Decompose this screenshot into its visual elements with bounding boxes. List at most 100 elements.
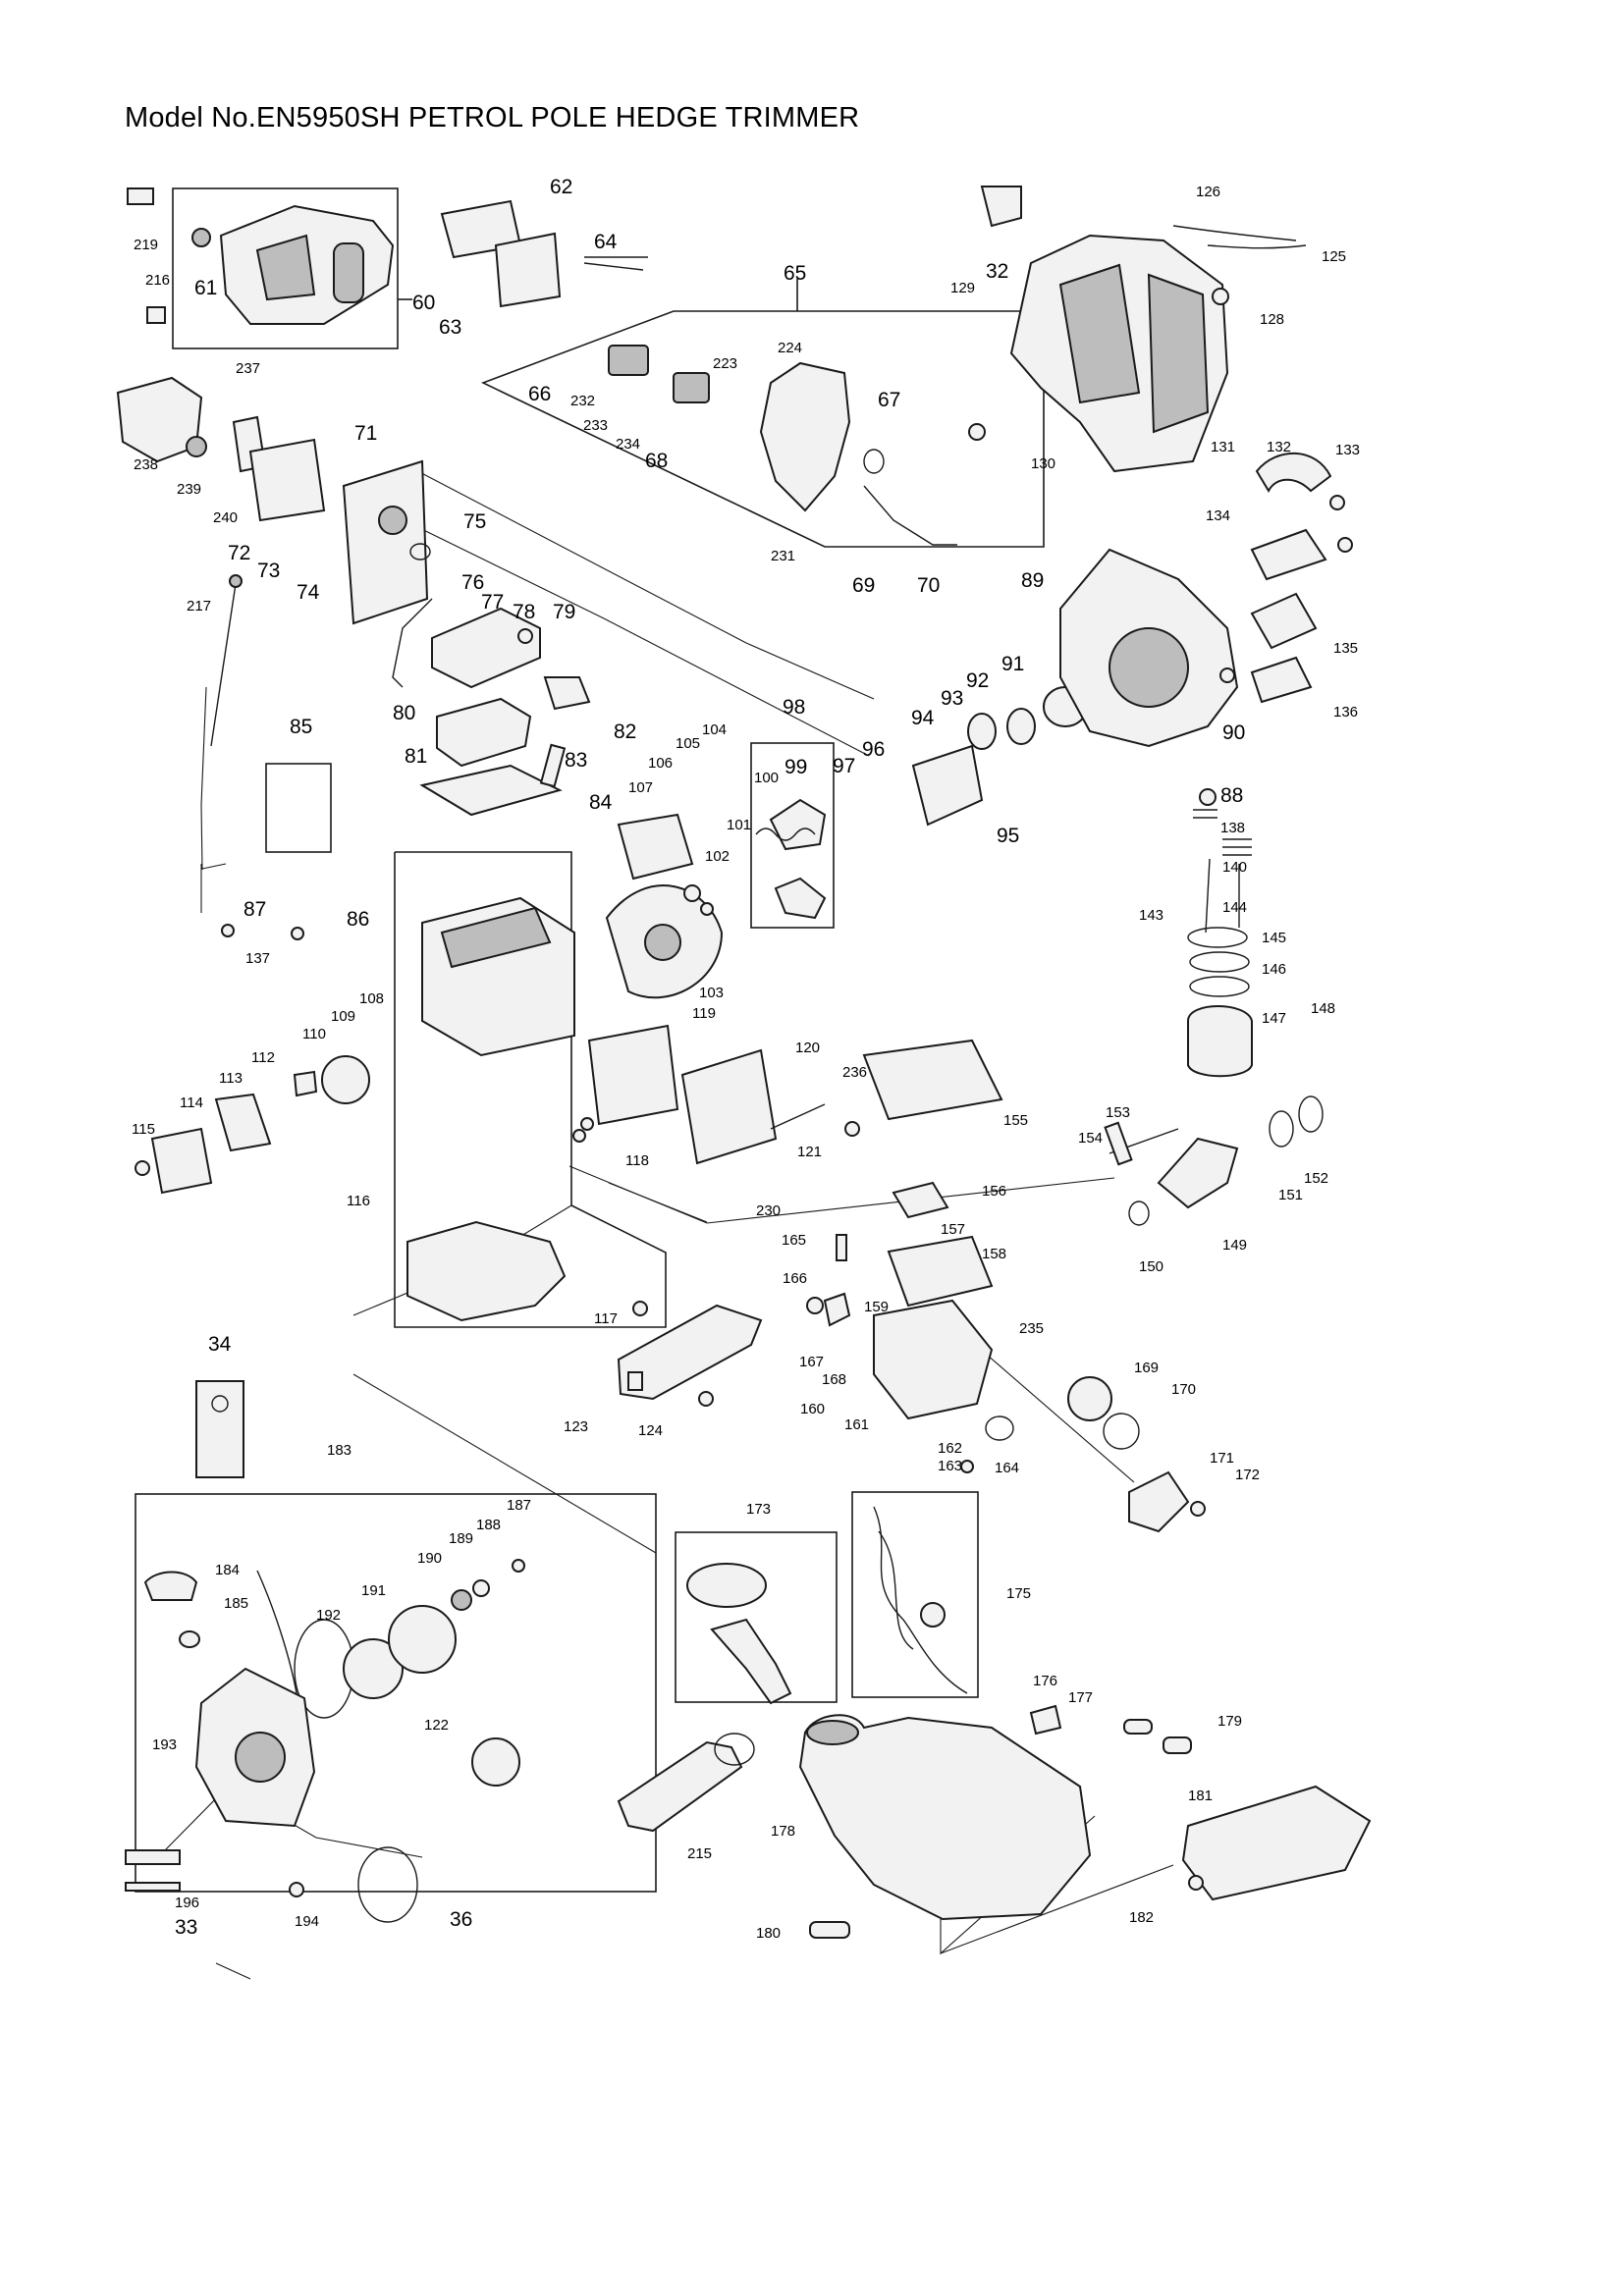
callout: 236: [842, 1064, 867, 1081]
callout: 121: [797, 1144, 822, 1160]
callout: 171: [1210, 1450, 1234, 1467]
callout: 176: [1033, 1673, 1057, 1689]
callout: 165: [782, 1232, 806, 1249]
callout: 166: [783, 1270, 807, 1287]
callout: 179: [1217, 1713, 1242, 1730]
callout: 132: [1267, 439, 1291, 455]
callout: 105: [676, 735, 700, 752]
callout: 103: [699, 985, 724, 1001]
callout: 131: [1211, 439, 1235, 455]
callout: 156: [982, 1183, 1006, 1200]
callout: 177: [1068, 1689, 1093, 1706]
callout: 158: [982, 1246, 1006, 1262]
callout: 117: [594, 1310, 618, 1327]
callout: 62: [550, 176, 572, 198]
callout: 170: [1171, 1381, 1196, 1398]
callout: 36: [450, 1908, 472, 1931]
callout: 238: [134, 456, 158, 473]
callout: 134: [1206, 507, 1230, 524]
callout: 79: [553, 601, 575, 623]
callout: 68: [645, 450, 668, 472]
callout: 88: [1220, 784, 1243, 807]
callout: 83: [565, 749, 587, 772]
callout: 64: [594, 231, 618, 253]
callout: 91: [1001, 653, 1024, 675]
callout: 67: [878, 389, 900, 411]
callout: 192: [316, 1607, 341, 1624]
callout: 232: [570, 393, 595, 409]
callout: 115: [132, 1121, 155, 1138]
callout: 152: [1304, 1170, 1328, 1187]
callout: 151: [1278, 1187, 1303, 1203]
callout: 97: [833, 755, 855, 777]
callout: 32: [986, 260, 1008, 283]
page-title: Model No.EN5950SH PETROL POLE HEDGE TRIM…: [125, 102, 860, 133]
callout: 69: [852, 574, 875, 597]
callout: 161: [844, 1416, 869, 1433]
callout: 150: [1139, 1258, 1163, 1275]
callout: 114: [180, 1095, 203, 1111]
callout: 72: [228, 542, 250, 564]
callout: 92: [966, 669, 989, 692]
callout: 125: [1322, 248, 1346, 265]
callout: 231: [771, 548, 795, 564]
callout: 101: [727, 817, 751, 833]
callout: 89: [1021, 569, 1044, 592]
callout: 98: [783, 696, 805, 719]
callout: 216: [145, 272, 170, 289]
callout: 143: [1139, 907, 1163, 924]
callout: 163: [938, 1458, 962, 1474]
callout: 215: [687, 1845, 712, 1862]
callout: 157: [941, 1221, 965, 1238]
callout: 155: [1003, 1112, 1028, 1129]
callout: 95: [997, 825, 1019, 847]
callout: 109: [331, 1008, 355, 1025]
callout: 182: [1129, 1909, 1154, 1926]
callout: 237: [236, 360, 260, 377]
callout: 102: [705, 848, 730, 865]
callout: 113: [219, 1070, 243, 1087]
callout: 162: [938, 1440, 962, 1457]
callout: 99: [784, 756, 807, 778]
callout: 138: [1220, 820, 1245, 836]
callout: 104: [702, 721, 727, 738]
callout: 223: [713, 355, 737, 372]
callout: 159: [864, 1299, 889, 1315]
callout: 65: [784, 262, 806, 285]
callout: 235: [1019, 1320, 1044, 1337]
callout: 136: [1333, 704, 1358, 721]
callout: 240: [213, 509, 238, 526]
callout: 175: [1006, 1585, 1031, 1602]
callout: 144: [1222, 899, 1247, 916]
callout: 137: [245, 950, 270, 967]
callout: 172: [1235, 1467, 1260, 1483]
callout: 96: [862, 738, 885, 761]
callout: 60: [412, 292, 435, 314]
callout: 233: [583, 417, 608, 434]
part-shapes: [116, 186, 1372, 1939]
callout: 93: [941, 687, 963, 710]
callout: 106: [648, 755, 673, 772]
callout: 63: [439, 316, 461, 339]
callout: 77: [481, 591, 504, 614]
callout: 81: [405, 745, 427, 768]
callout: 110: [302, 1026, 326, 1042]
callout: 66: [528, 383, 551, 405]
callout: 75: [463, 510, 486, 533]
callout: 100: [754, 770, 779, 786]
callout: 180: [756, 1925, 781, 1942]
callout: 194: [295, 1913, 319, 1930]
callout: 196: [175, 1895, 199, 1911]
callout: 234: [616, 436, 640, 453]
callout: 164: [995, 1460, 1019, 1476]
callout: 167: [799, 1354, 824, 1370]
callout: 74: [297, 581, 320, 604]
callout: 119: [692, 1005, 716, 1022]
callout: 33: [175, 1916, 197, 1939]
callout: 124: [638, 1422, 663, 1439]
callout: 168: [822, 1371, 846, 1388]
callout: 116: [347, 1193, 370, 1209]
callout: 82: [614, 721, 636, 743]
callout: 146: [1262, 961, 1286, 978]
